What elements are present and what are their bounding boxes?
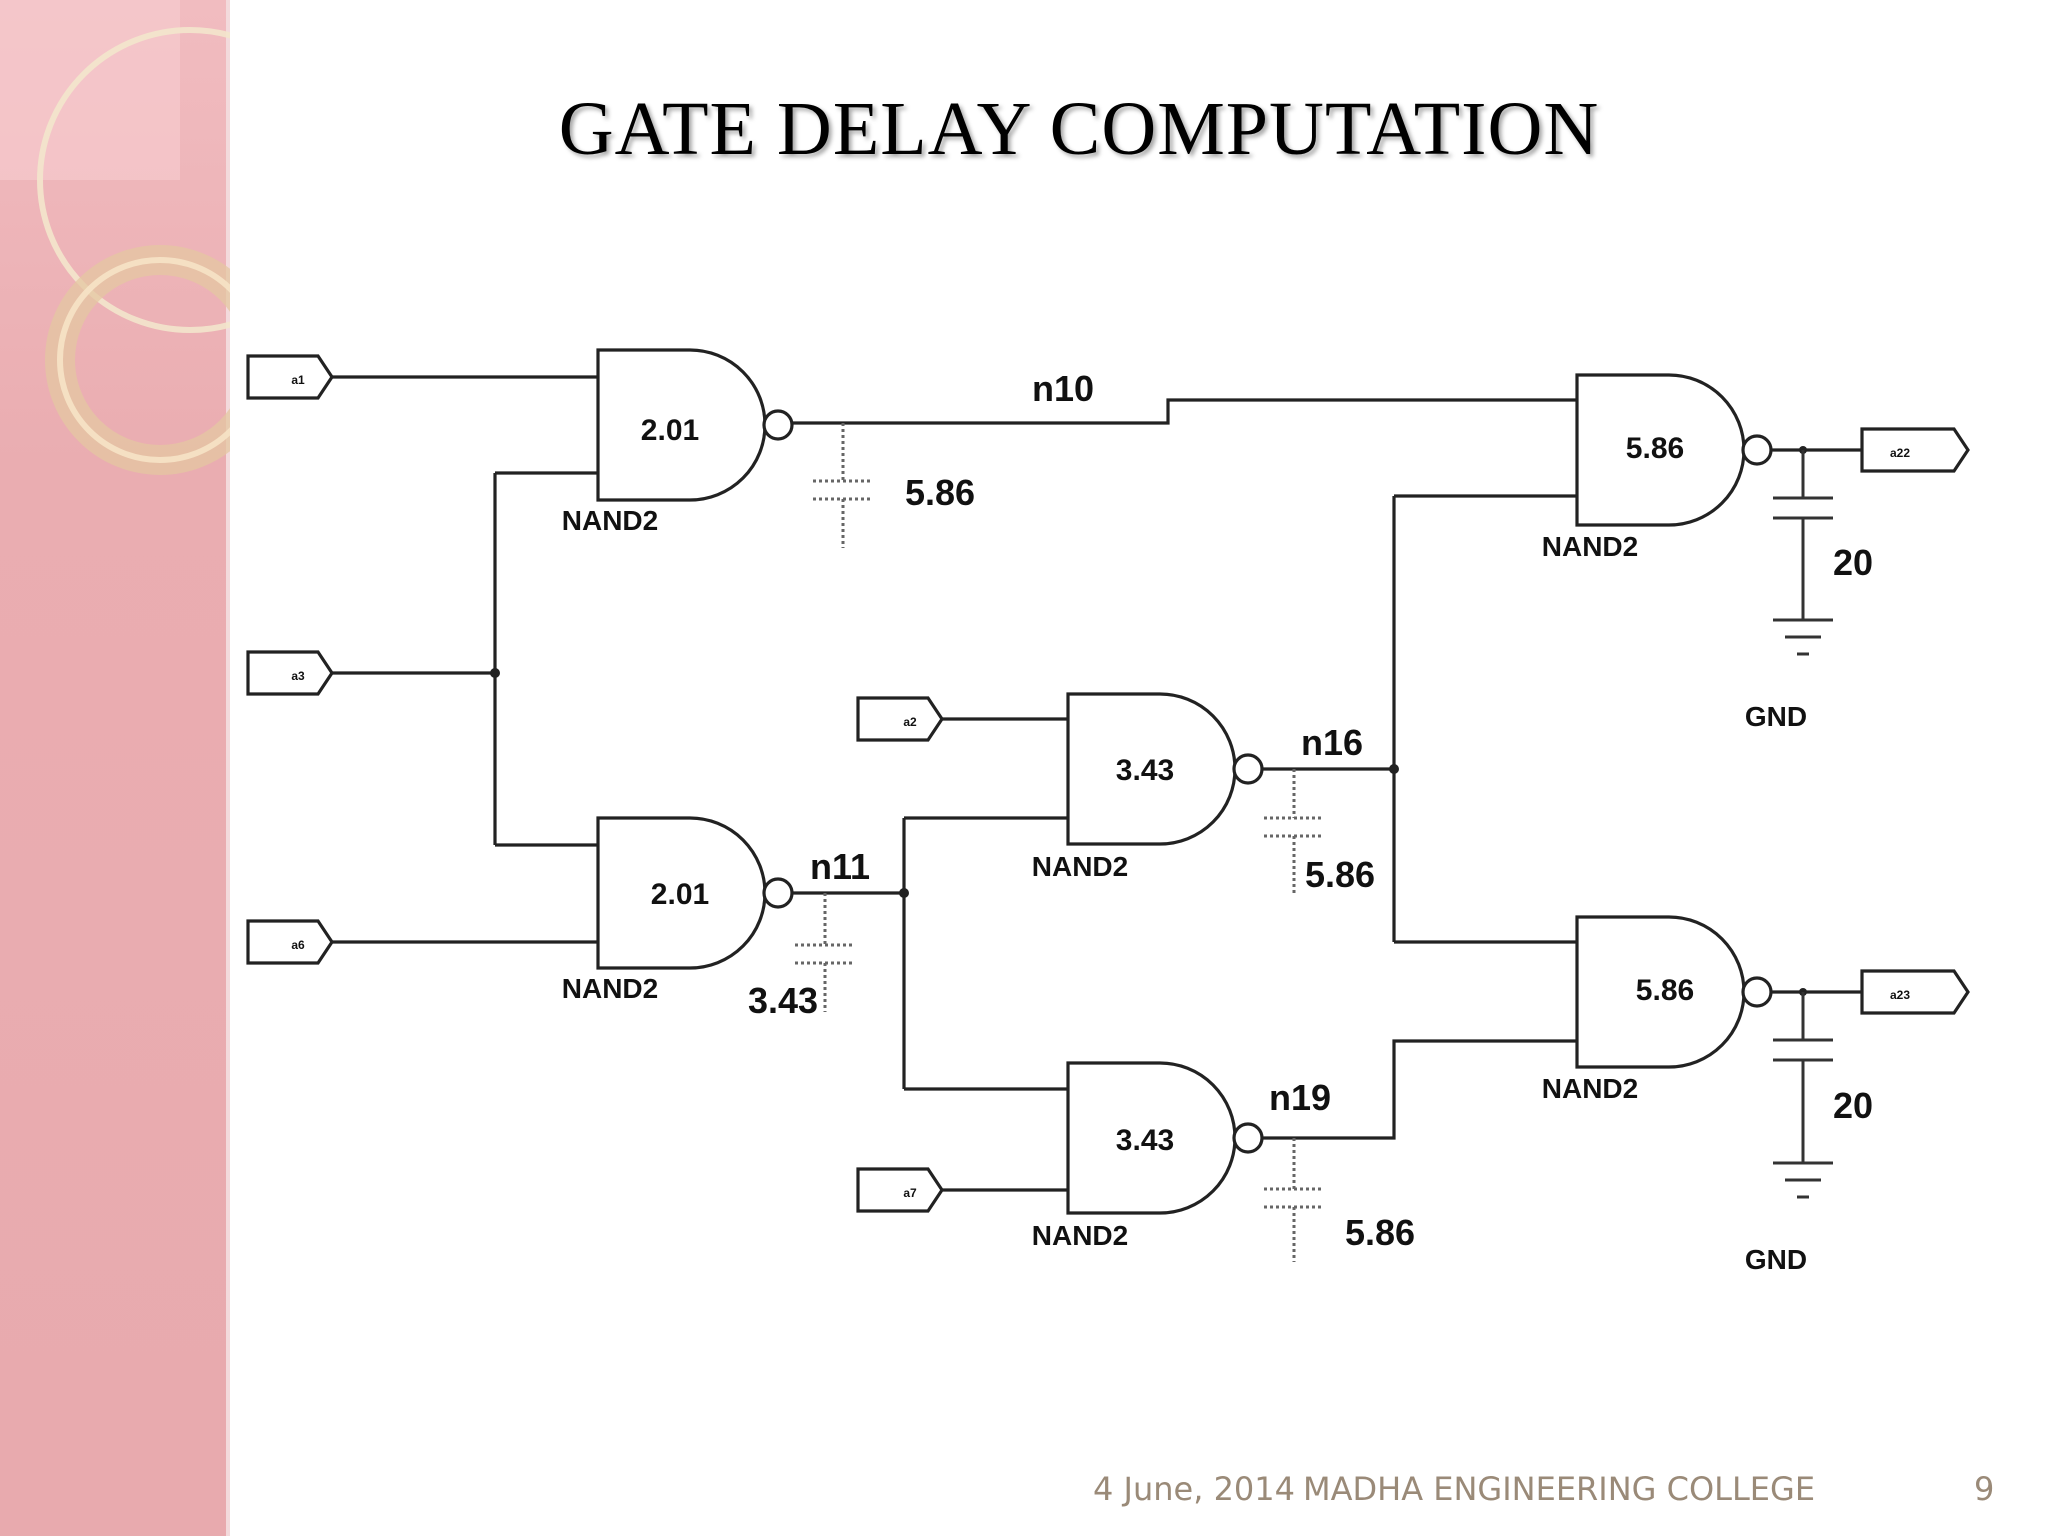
svg-text:3.43: 3.43	[1116, 1124, 1174, 1157]
svg-text:a22: a22	[1890, 446, 1910, 460]
nand-gate-g11: 2.01 NAND2	[562, 816, 794, 1004]
svg-text:3.43: 3.43	[1116, 754, 1174, 787]
capacitor-n11: 3.43	[748, 893, 855, 1021]
nand-gate-g23: 5.86 NAND2	[1542, 915, 1773, 1104]
net-label-n16: n16	[1301, 722, 1363, 763]
svg-text:5.86: 5.86	[1345, 1212, 1415, 1253]
svg-text:a6: a6	[291, 938, 305, 952]
svg-text:2.01: 2.01	[641, 414, 699, 447]
svg-text:2.01: 2.01	[651, 878, 709, 911]
load-capacitor-a22: 20 GND	[1745, 450, 1873, 732]
output-port-a23: a23	[1860, 969, 1970, 1015]
svg-text:NAND2: NAND2	[1542, 531, 1638, 562]
svg-text:a7: a7	[903, 1186, 917, 1200]
net-label-n10: n10	[1032, 368, 1094, 409]
output-port-a22: a22	[1860, 427, 1970, 473]
svg-text:5.86: 5.86	[905, 472, 975, 513]
input-port-a1: a1	[246, 354, 334, 400]
capacitor-n19: 5.86	[1264, 1138, 1415, 1262]
nand-gate-g10: 2.01 NAND2	[562, 348, 794, 536]
svg-text:GND: GND	[1745, 701, 1807, 732]
footer-date: 4 June, 2014	[1093, 1470, 1295, 1508]
input-port-a6: a6	[246, 919, 334, 965]
input-port-a2: a2	[856, 696, 944, 742]
svg-text:NAND2: NAND2	[562, 505, 658, 536]
svg-text:20: 20	[1833, 1085, 1873, 1126]
svg-text:a23: a23	[1890, 988, 1910, 1002]
svg-text:NAND2: NAND2	[562, 973, 658, 1004]
svg-text:a2: a2	[903, 715, 917, 729]
slide-title: GATE DELAY COMPUTATION	[558, 87, 1600, 171]
svg-text:20: 20	[1833, 542, 1873, 583]
svg-text:5.86: 5.86	[1636, 974, 1694, 1007]
svg-text:a3: a3	[291, 669, 305, 683]
input-port-a3: a3	[246, 650, 334, 696]
nand-gate-g22: 5.86 NAND2	[1542, 373, 1773, 562]
svg-text:5.86: 5.86	[1305, 854, 1375, 895]
svg-text:5.86: 5.86	[1626, 432, 1684, 465]
slide-number: 9	[1974, 1470, 1995, 1508]
svg-text:GND: GND	[1745, 1244, 1807, 1275]
footer-college: MADHA ENGINEERING COLLEGE	[1303, 1470, 1816, 1508]
capacitor-n10: 5.86	[813, 423, 975, 548]
svg-text:3.43: 3.43	[748, 980, 818, 1021]
decorative-sidebar	[0, 0, 230, 1536]
input-port-a7: a7	[856, 1167, 944, 1213]
svg-text:NAND2: NAND2	[1032, 1220, 1128, 1251]
wires	[332, 375, 1862, 1192]
net-label-n19: n19	[1269, 1077, 1331, 1118]
svg-text:NAND2: NAND2	[1542, 1073, 1638, 1104]
svg-text:a1: a1	[291, 373, 305, 387]
nand-gate-g16: 3.43 NAND2	[1032, 692, 1264, 882]
load-capacitor-a23: 20 GND	[1745, 992, 1873, 1275]
svg-text:NAND2: NAND2	[1032, 851, 1128, 882]
net-label-n11: n11	[810, 846, 870, 887]
capacitor-n16: 5.86	[1264, 769, 1375, 895]
nand-gate-g19: 3.43 NAND2	[1032, 1061, 1264, 1251]
